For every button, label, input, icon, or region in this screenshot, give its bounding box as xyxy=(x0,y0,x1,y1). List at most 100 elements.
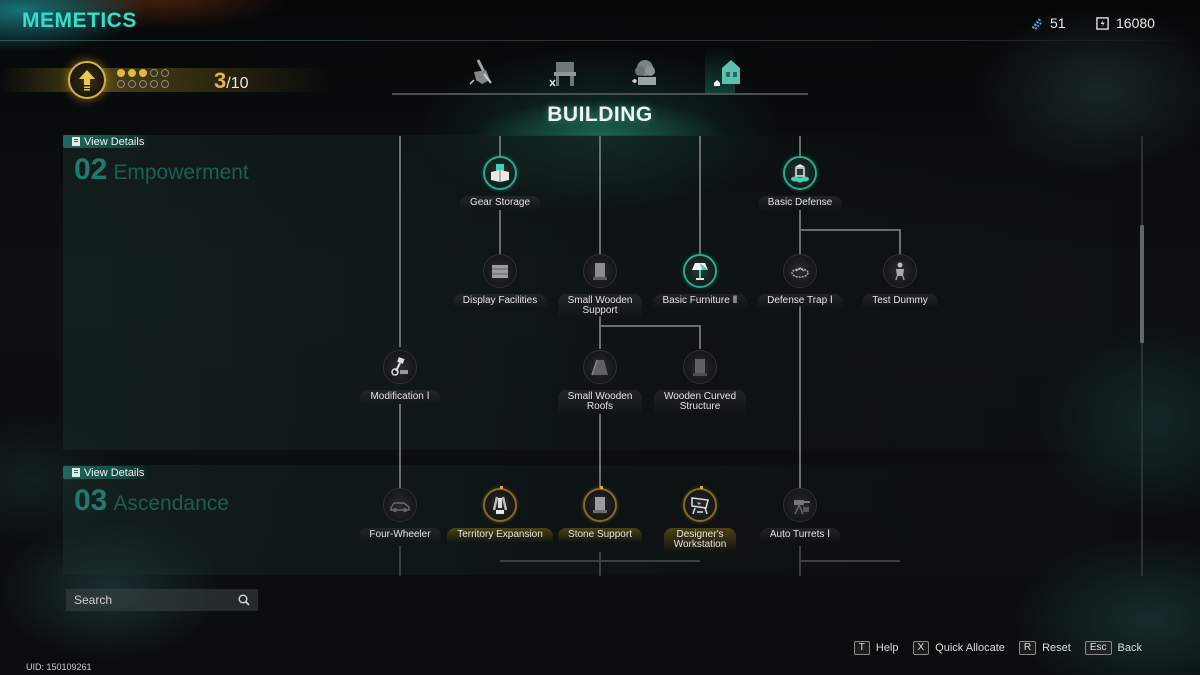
shard-count: 51 xyxy=(1050,15,1066,31)
progress-dot xyxy=(150,80,158,88)
connector xyxy=(599,414,601,488)
tab-farming[interactable] xyxy=(604,54,686,92)
level-max: /10 xyxy=(226,75,249,92)
progress-dot xyxy=(128,80,136,88)
connector xyxy=(899,229,901,256)
progress-dot xyxy=(150,69,158,77)
connector xyxy=(699,325,701,349)
tab-weapons[interactable] xyxy=(440,54,522,92)
hint-reset[interactable]: R Reset xyxy=(1018,641,1071,655)
view-details-label: View Details xyxy=(84,135,145,148)
crate-icon xyxy=(492,265,508,278)
progress-dot xyxy=(139,80,147,88)
node-modification-1[interactable]: Modification Ⅰ xyxy=(345,350,455,404)
progress-dot xyxy=(139,69,147,77)
node-label: Stone Support xyxy=(558,528,642,542)
hint-back[interactable]: Esc Back xyxy=(1084,641,1142,655)
node-defense-trap-1[interactable]: Defense Trap Ⅰ xyxy=(745,254,855,308)
hint-label: Quick Allocate xyxy=(935,642,1005,654)
node-label: Four-Wheeler xyxy=(359,528,441,542)
node-label: Basic Furniture Ⅱ xyxy=(652,294,748,308)
node-label: Modification Ⅰ xyxy=(360,390,440,404)
view-details-button-tier-03[interactable]: View Details xyxy=(63,466,150,479)
node-basic-furniture-2[interactable]: Basic Furniture Ⅱ xyxy=(645,254,755,308)
search-input[interactable] xyxy=(74,593,224,607)
turret-icon xyxy=(794,500,810,515)
stone-pillar-icon xyxy=(593,497,607,513)
document-icon xyxy=(72,468,80,477)
node-label: Auto Turrets Ⅰ xyxy=(759,528,841,542)
tab-crafting[interactable] xyxy=(522,54,604,92)
node-gear-storage[interactable]: Gear Storage xyxy=(445,156,555,210)
node-icon-frame xyxy=(383,350,417,384)
node-display-facilities[interactable]: Display Facilities xyxy=(445,254,555,308)
progress-dot xyxy=(161,69,169,77)
connector xyxy=(499,210,501,256)
label-line: Support xyxy=(582,305,618,316)
key-cap: T xyxy=(853,641,870,655)
connector xyxy=(799,210,801,256)
connector xyxy=(599,325,701,327)
label-line: Small Wooden xyxy=(567,391,633,402)
header-divider xyxy=(0,40,1200,41)
label-line: Workstation xyxy=(673,539,727,550)
connector xyxy=(599,136,601,256)
node-basic-defense[interactable]: Basic Defense xyxy=(745,156,855,210)
workbench-icon xyxy=(549,62,576,87)
node-test-dummy[interactable]: Test Dummy xyxy=(845,254,955,308)
territory-tower-icon xyxy=(492,496,508,514)
node-icon-frame xyxy=(583,254,617,288)
node-label: Gear Storage xyxy=(459,196,541,210)
app-title: MEMETICS xyxy=(22,9,137,32)
hint-help[interactable]: T Help xyxy=(853,641,899,655)
connector xyxy=(499,136,501,156)
document-icon xyxy=(72,137,80,146)
connector xyxy=(799,306,801,488)
key-cap: Esc xyxy=(1084,641,1112,655)
car-icon xyxy=(390,502,410,512)
hint-label: Back xyxy=(1117,642,1142,654)
node-stone-support[interactable]: Stone Support xyxy=(545,486,655,542)
scrollbar-track[interactable] xyxy=(1141,136,1143,576)
hint-label: Reset xyxy=(1042,642,1071,654)
node-four-wheeler[interactable]: Four-Wheeler xyxy=(345,488,455,542)
scrollbar-thumb[interactable] xyxy=(1140,225,1144,343)
watchtower-icon xyxy=(791,164,809,183)
node-icon-frame xyxy=(483,156,517,190)
search-icon[interactable] xyxy=(238,594,250,606)
view-details-button-tier-02[interactable]: View Details xyxy=(63,135,150,148)
hint-label: Help xyxy=(875,642,899,654)
progress-dot xyxy=(117,80,125,88)
tier-heading-03: 03 Ascendance xyxy=(74,484,229,518)
node-label: Defense Trap Ⅰ xyxy=(757,294,843,308)
node-label: Test Dummy xyxy=(862,294,938,308)
level-up-badge[interactable] xyxy=(68,61,106,99)
memetic-shard-icon xyxy=(1031,17,1043,30)
node-territory-expansion[interactable]: Territory Expansion xyxy=(445,486,555,542)
node-label: Display Facilities xyxy=(452,294,548,308)
tab-building[interactable] xyxy=(686,54,768,92)
storage-box-icon xyxy=(491,164,509,182)
connector xyxy=(399,136,401,347)
tier-heading-02: 02 Empowerment xyxy=(74,153,249,187)
connector xyxy=(399,546,401,576)
title-glow xyxy=(470,100,730,136)
currency-energy: 16080 xyxy=(1096,15,1155,31)
connector xyxy=(599,316,601,349)
node-auto-turrets-1[interactable]: Auto Turrets Ⅰ xyxy=(745,488,855,542)
progress-dot xyxy=(128,69,136,77)
connector xyxy=(699,136,701,256)
tier-number: 03 xyxy=(74,484,108,517)
roof-icon xyxy=(591,359,608,376)
tier-name: Empowerment xyxy=(113,161,249,184)
level-progress-dots xyxy=(117,69,170,88)
tier-name: Ascendance xyxy=(113,492,229,515)
connector xyxy=(599,552,601,576)
hint-quick-allocate[interactable]: X Quick Allocate xyxy=(912,641,1005,655)
piston-icon xyxy=(391,357,408,376)
